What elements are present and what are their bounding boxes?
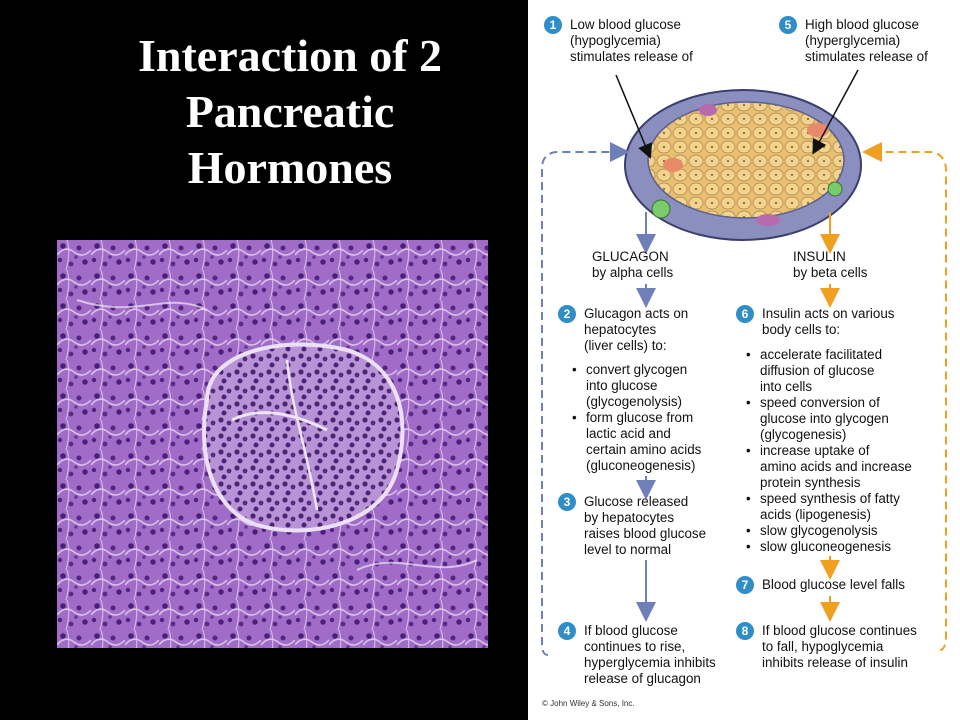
stimulus-arrow-low	[615, 74, 653, 159]
step-6-text: Insulin acts on various body cells to:	[762, 306, 895, 337]
title-line: Pancreatic	[185, 86, 395, 137]
step-5-badge: 5	[779, 16, 797, 34]
step-7-badge: 7	[736, 576, 754, 594]
hormone-interaction-diagram: 1 Low blood glucose (hypoglycemia) stimu…	[528, 0, 960, 720]
step-7-text: Blood glucose level falls	[762, 577, 905, 592]
step-4-text: If blood glucose continues to rise, hype…	[584, 623, 716, 686]
bullet-item: slow glycogenolysis	[746, 523, 912, 539]
stimulus-arrow-high	[812, 69, 859, 155]
step-2-badge: 2	[558, 305, 576, 323]
copyright-notice: © John Wiley & Sons, Inc.	[542, 699, 635, 708]
bullet-item: slow gluconeogenesis	[746, 539, 912, 555]
step-6-badge: 6	[736, 305, 754, 323]
title-line: Hormones	[187, 142, 393, 193]
step-3-badge: 3	[558, 493, 576, 511]
step-1-text: Low blood glucose (hypoglycemia) stimula…	[570, 17, 693, 64]
step-2-text: Glucagon acts on hepatocytes (liver cell…	[584, 306, 689, 353]
step-3-text: Glucose released by hepatocytes raises b…	[584, 494, 707, 557]
pancreatic-islet-micrograph	[57, 240, 488, 648]
step-5-text: High blood glucose (hyperglycemia) stimu…	[805, 17, 928, 64]
pancreatic-islet-drawing	[624, 89, 862, 241]
islet-flow-graphic	[541, 69, 947, 656]
title-line: Interaction of 2	[137, 30, 443, 81]
step-4-badge: 4	[558, 622, 576, 640]
glucagon-label: GLUCAGON by alpha cells	[592, 249, 674, 280]
step-8-text: If blood glucose continues to fall, hypo…	[762, 623, 917, 670]
slide-title: Interaction of 2 Pancreatic Hormones	[20, 28, 560, 196]
step-8-badge: 8	[736, 622, 754, 640]
step-1-badge: 1	[544, 16, 562, 34]
micrograph-image	[57, 240, 488, 648]
insulin-label: INSULIN by beta cells	[793, 249, 868, 280]
